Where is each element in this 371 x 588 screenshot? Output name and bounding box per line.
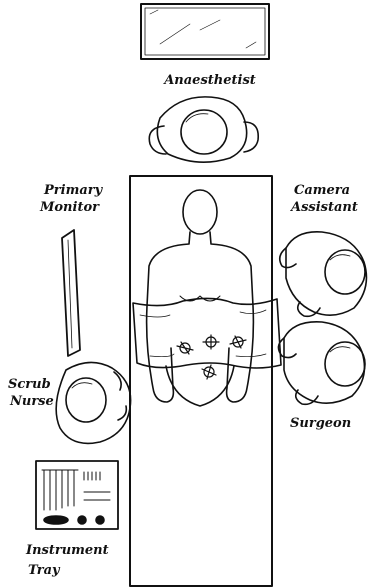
label-anaesthetist: Anaesthetist <box>160 73 260 88</box>
scrub-nurse-figure <box>56 362 130 443</box>
instrument-tray <box>36 461 118 529</box>
anaesthetist-figure <box>149 97 258 162</box>
port-sites <box>177 335 246 379</box>
label-primary-monitor-line1: Primary <box>44 183 102 198</box>
label-scrub-nurse-line2: Nurse <box>10 394 54 409</box>
anaesthesia-cart <box>141 4 269 59</box>
label-scrub-nurse-line1: Scrub <box>8 377 51 392</box>
label-camera-assistant-line2: Assistant <box>291 200 358 215</box>
label-instrument-tray-line1: Instrument <box>26 543 109 558</box>
surgeon-figure <box>278 322 365 405</box>
primary-monitor <box>62 230 80 356</box>
label-instrument-tray-line2: Tray <box>28 563 60 578</box>
label-camera-assistant-line1: Camera <box>294 183 350 198</box>
label-surgeon: Surgeon <box>290 416 351 431</box>
surgical-drape <box>133 298 281 368</box>
camera-assistant-figure <box>280 232 367 317</box>
label-primary-monitor-line2: Monitor <box>40 200 99 215</box>
